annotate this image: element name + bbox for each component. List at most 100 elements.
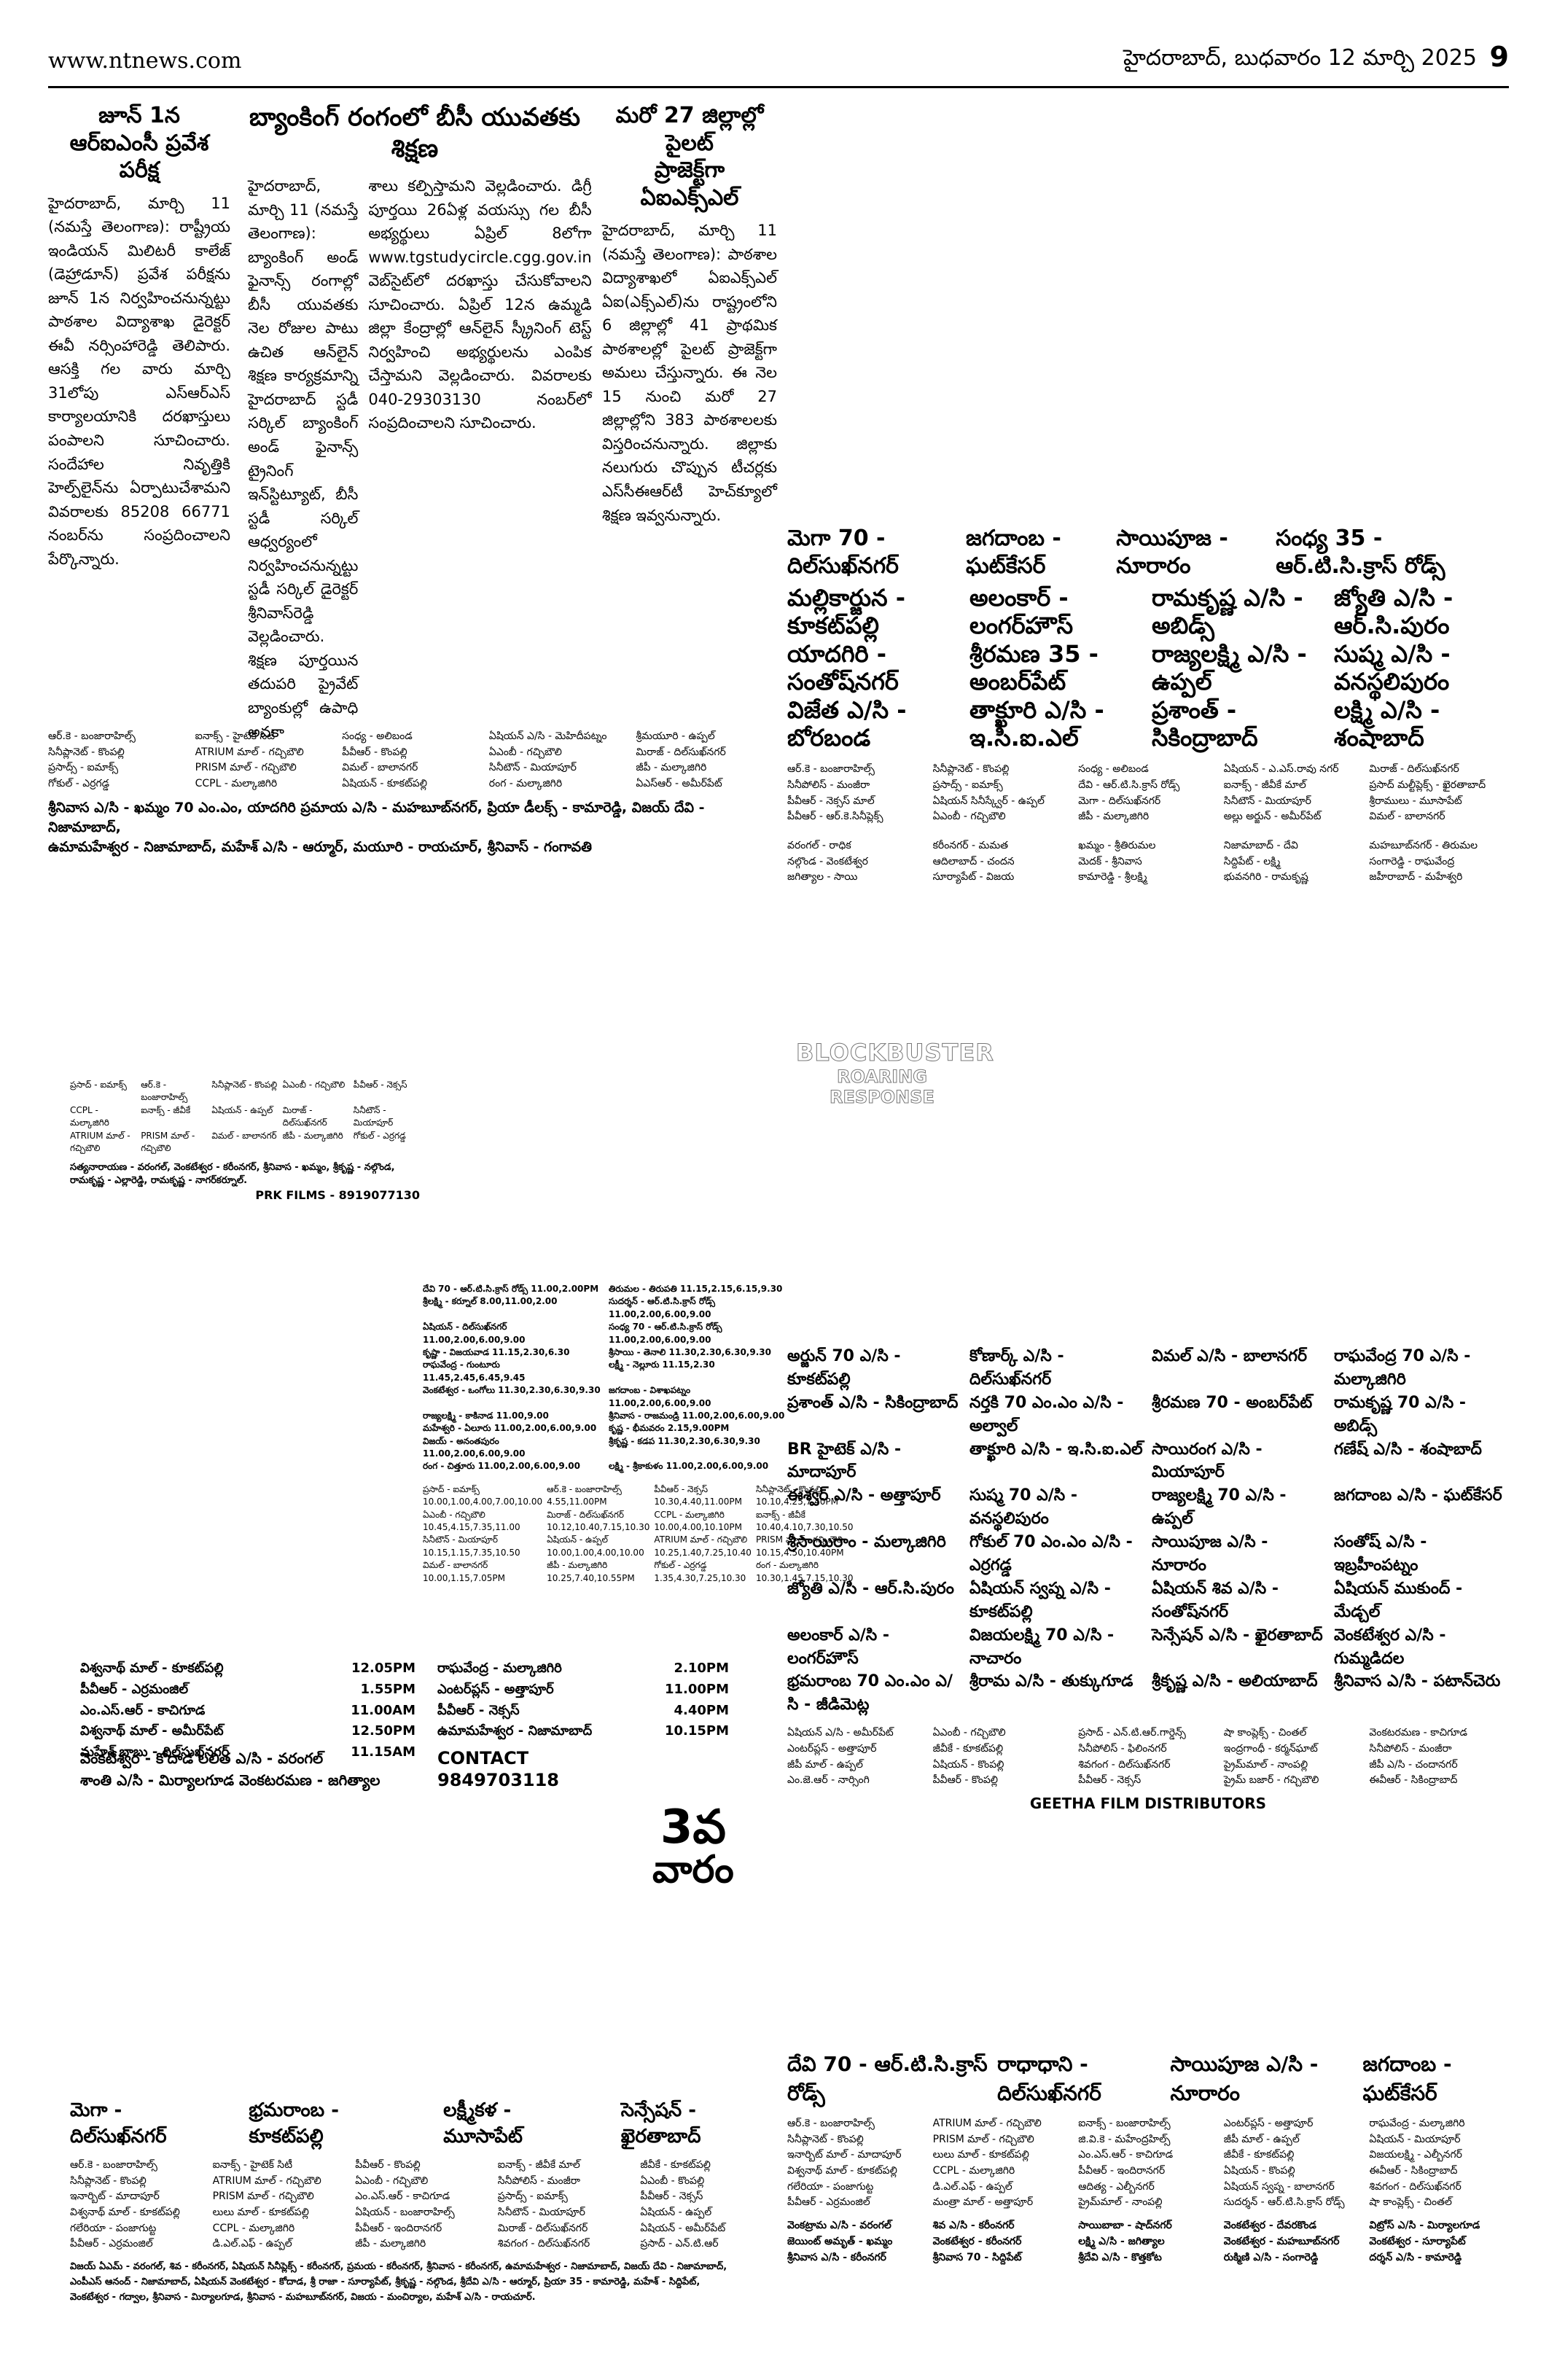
showtime-time: 1.55PM — [360, 1681, 415, 1697]
distributor-name: PRK FILMS - 8919077130 — [255, 1188, 420, 1203]
theatre-item: సినీపోలిస్ - ఫిలింనగర్ — [1078, 1742, 1167, 1755]
ad-big-line: గణేష్ ఎ/సి - శంషాబాద్ — [1334, 1440, 1482, 1459]
ad-big-line: శ్రీరమణ 35 - అంబర్‌పేట్ — [969, 639, 1099, 696]
theatre-item: పీవీఆర్ - ఎర్రమంజిల్ — [70, 2238, 153, 2250]
showtime-entry: శ్రీకృష్ణ - కడప 11.30,2.30,6.30,9.30 — [609, 1435, 760, 1446]
theatre-item: రాఘవేంద్ర - మల్కాజిగిరి — [1369, 2118, 1465, 2129]
theatre-item: లులు మాల్ - కూకట్‌పల్లి — [212, 2207, 309, 2219]
showtime-entry: ఏఎంబీ - గచ్చిబౌలి 10.45,4.15,7.35,11.00 — [423, 1509, 520, 1533]
showtime-entry: సుదర్శన్ - ఆర్.టి.సి.క్రాస్ రోడ్స్ 11.00… — [609, 1296, 716, 1319]
showtime-entry: శ్రీనివాస - రాజమండ్రి 11.00,2.00,6.00,9.… — [609, 1410, 785, 1421]
ad-big-line: మల్లికార్జున - కూకట్‌పల్లి — [787, 584, 905, 640]
ad-district-line: విజయ్ ఏఎమ్ - వరంగల్, శివ - కరీంనగర్, ఏషి… — [70, 2261, 727, 2273]
theatre-item: సినీటౌన్ - మియాపూర్ — [497, 2207, 585, 2219]
ad-big-line: శ్రీరామ ఎ/సి - తుక్కుగూడ — [969, 1672, 1133, 1691]
theatre-item: ఈవీఆర్ - సికింద్రాబాద్ — [1369, 1774, 1458, 1787]
showtime-venue: ఉమామహేశ్వర - నిజామాబాద్ — [437, 1723, 593, 1739]
theatre-item: జీపీ మాల్ - ఉప్పల్ — [787, 1758, 863, 1771]
ad-prk-films: ప్రసాద్ - ఐమాక్స్ ఆర్.కె - బంజారాహిల్స్ … — [70, 1079, 420, 1202]
theatre-item: ఆర్.కె - బంజారాహిల్స్ — [141, 1080, 188, 1103]
ad-big-line: జ్యోతి ఎ/సి - ఆర్.సి.పురం — [1334, 584, 1453, 640]
header-rule — [48, 86, 1509, 88]
ad-small-grid: ఆర్.కె - బంజారాహిల్స్ ATRIUM మాల్ - గచ్చ… — [787, 2116, 1509, 2211]
ad-big-grid: మల్లికార్జున - కూకట్‌పల్లి అలంకార్ - లంగ… — [787, 584, 1509, 752]
theatre-item: ఆర్.కె - బంజారాహిల్స్ — [787, 763, 875, 776]
article-body-col1: హైదరాబాద్, మార్చి 11 (నమస్తే తెలంగాణ): బ… — [248, 177, 359, 741]
district-item: నల్గొండ - వెంకటేశ్వర — [787, 855, 868, 867]
theatre-item: జీవీకే - కూకట్‌పల్లి — [932, 1742, 1004, 1755]
showtime-entry: దేవి 70 - ఆర్.టి.సి.క్రాస్ రోడ్స్ 11.00,… — [423, 1284, 599, 1294]
ad-big-line: లక్ష్మి ఎ/సి - శంషాబాద్ — [1334, 695, 1440, 752]
ad-big-line: ఏషియన్ శివ ఎ/సి - సంతోష్‌నగర్ — [1152, 1579, 1279, 1621]
ad-district-line: శ్రీనివాస ఎ/సి - ఖమ్మం 70 ఎం.ఎం, యాదగిరి… — [48, 799, 705, 835]
theatre-item: ఏఎంబీ - కొంపల్లి — [640, 2174, 705, 2187]
theatre-item: ఏఎంబీ - గచ్చిబౌలి — [488, 746, 562, 758]
theatre-item: ఏషియన్ - ఎ.ఎస్.రావు నగర్ — [1223, 763, 1339, 776]
district-item: దర్శన్ ఎ/సి - కామారెడ్డి — [1369, 2251, 1462, 2263]
theatre-item: జీపీ మాల్ - ఉప్పల్ — [1223, 2133, 1300, 2145]
ad-big-line: BR హైటెక్ ఎ/సి - మాదాపూర్ — [787, 1440, 902, 1482]
theatre-item: ప్రసాద్స్ - ఐమాక్స్ — [48, 762, 119, 774]
district-item: నిజామాబాద్ - దేవి — [1223, 840, 1298, 852]
ad-big-line: ఏషియన్ ముకుంద్ - మేడ్చల్ — [1334, 1579, 1463, 1621]
theatre-item: మంత్రా మాల్ - అత్తాపూర్ — [932, 2196, 1034, 2209]
theatre-item: ATRIUM మాల్ - గచ్చిబౌలి — [212, 2174, 321, 2187]
ad-big-line: రాఘవేంద్ర 70 ఎ/సి - మల్కాజిగిరి — [1334, 1347, 1471, 1389]
theatre-item: ఎం.జె.ఆర్ - నార్సింగి — [787, 1774, 870, 1787]
theatre-item: శివగంగ - దిల్‌సుఖ్‌నగర్ — [497, 2238, 590, 2250]
district-item: లక్ష్మి ఎ/సి - జగిత్యాల — [1078, 2235, 1165, 2247]
ad-header-item: లక్ష్మీకళ - మూసాపేట్ — [443, 2099, 523, 2147]
theatre-item: ఏషియన్ - కొంపల్లి — [932, 1758, 1004, 1771]
theatre-item: జీపీ ఎ/సి - చందానగర్ — [1369, 1758, 1458, 1771]
theatre-item: జీపీ - మల్కాజిగిరి — [1078, 811, 1150, 823]
district-item: సంగారెడ్డి - రాఘవేంద్ర — [1369, 855, 1455, 867]
small-showtime-grid: ప్రసాద్ - ఐమాక్స్ 10.00,1.00,4.00,7.00,1… — [423, 1483, 854, 1585]
theatre-item: ఏషియన్ సినీస్క్వేర్ - ఉప్పల్ — [932, 795, 1045, 807]
ad-big-line: అలంకార్ ఎ/సి - లంగర్‌హౌస్ — [787, 1626, 890, 1668]
showtime-entry: విజయ్ - అనంతపురం 11.00,2.00,6.00,9.00 — [423, 1435, 526, 1459]
ad-big-line: శ్రీరమణ 70 - అంబర్‌పేట్ — [1152, 1393, 1313, 1412]
showtime-entry: విమల్ - బాలానగర్ 10.00,1.15,7.05PM — [423, 1560, 506, 1583]
showtime-entry: మహేశ్వరి - ఏలూరు 11.00,2.00,6.00,9.00 — [423, 1423, 597, 1434]
theatre-item: ఏషియన్ - కూకట్‌పల్లి — [342, 778, 427, 790]
theatre-item: మిరాజ్ - దిల్‌సుఖ్‌నగర్ — [1369, 763, 1459, 776]
district-item: రుక్మిణి ఎ/సి - సంగారెడ్డి — [1223, 2251, 1319, 2263]
ad-big-line: శ్రీకృష్ణ ఎ/సి - అలియాబాద్ — [1152, 1672, 1318, 1691]
theatre-item: శివగంగ - దిల్‌సుఖ్‌నగర్ — [1369, 2180, 1462, 2193]
theatre-item: CCPL - మల్కాజిగిరి — [932, 2165, 1015, 2177]
ad-theatre-grid: ప్రసాద్ - ఐమాక్స్ ఆర్.కె - బంజారాహిల్స్ … — [70, 1079, 420, 1155]
theatre-item: ఏఎంబీ - గచ్చిబౌలి — [932, 811, 1006, 823]
theatre-item: ATRIUM మాల్ - గచ్చిబౌలి — [195, 746, 304, 758]
contact-number[interactable]: 9849703118 — [437, 1770, 559, 1790]
showtime-entry: కృష్ణ - భీమవరం 2.15,9.00PM — [609, 1423, 730, 1434]
theatre-item: సినీటౌన్ - మియాపూర్ — [353, 1104, 394, 1128]
theatre-item: గోకుల్ - ఎర్రగడ్డ — [353, 1130, 406, 1141]
district-item: సూర్యాపేట్ - విజయ — [932, 871, 1015, 883]
theatre-item: ఐనాక్స్ - బంజారాహిల్స్ — [1078, 2118, 1171, 2129]
site-url[interactable]: www.ntnews.com — [48, 48, 242, 74]
tagline-line: RESPONSE — [830, 1087, 935, 1108]
showtime-venue: రాఘవేంద్ర - మల్కాజిగిరి — [437, 1661, 562, 1676]
theatre-item: సినీపోలిస్ - మంజీరా — [787, 779, 870, 792]
ad-header-item: మెగా 70 - దిల్‌సుఖ్‌నగర్ — [787, 526, 899, 579]
theatre-item: ప్రసాద్ మల్టీప్లెక్స్ - ఖైరతాబాద్ — [1369, 779, 1486, 792]
ad-big-line: సాయిరంగ ఎ/సి - మియాపూర్ — [1152, 1440, 1263, 1482]
showtime-entry: జీపీ - మల్కాజిగిరి 10.25,7.40,10.55PM — [547, 1560, 635, 1583]
theatre-item: ఏషియన్ - ఉప్పల్ — [640, 2207, 712, 2219]
showtime-time: 12.05PM — [351, 1661, 415, 1676]
tagline-line: BLOCKBUSTER — [796, 1039, 994, 1067]
showtime-time: 11.00AM — [351, 1702, 415, 1718]
showtime-entry: ATRIUM మాల్ - గచ్చిబౌలి 10.25,1.40,7.25,… — [654, 1534, 752, 1558]
ad-geetha-films: అర్జున్ 70 ఎ/సి - కూకట్‌పల్లి కోణార్క్ ఎ… — [787, 1345, 1509, 1812]
showtime-entry: ఐనాక్స్ - జీవీకే 10.40,4.10,7.30,10.50 — [755, 1509, 854, 1533]
theatre-item: జీపీ - మల్కాజిగిరి — [355, 2238, 426, 2250]
theatre-item: సినీప్లానెట్ - కొంపల్లి — [932, 763, 1010, 776]
ad-district-line: వెంకటేశ్వర - గద్వాల, శ్రీనివాస - మిర్యాల… — [70, 2291, 536, 2303]
ad-big-line: తాక్ఖూరి ఎ/సి - ఇ.సి.ఐ.ఎల్ — [969, 695, 1104, 752]
ad-header-item: సాయిపూజ - నూరారం — [1116, 526, 1228, 579]
theatre-item: ఎంటర్‌ప్లస్ - అత్తాపూర్ — [787, 1742, 877, 1755]
theatre-item: ప్రైమ్ బజార్ - గచ్చిబౌలి — [1223, 1774, 1319, 1787]
ad-bottom-left: మెగా - దిల్‌సుఖ్‌నగర్ భ్రమరాంబ - కూకట్‌ప… — [70, 2099, 777, 2306]
ad-big-line: కోణార్క్ ఎ/సి - దిల్‌సుఖ్‌నగర్ — [969, 1347, 1064, 1389]
ad-theatre-grid: ఆర్.కె - బంజారాహిల్స్ ఐనాక్స్ - హైటెక్ స… — [48, 729, 777, 792]
